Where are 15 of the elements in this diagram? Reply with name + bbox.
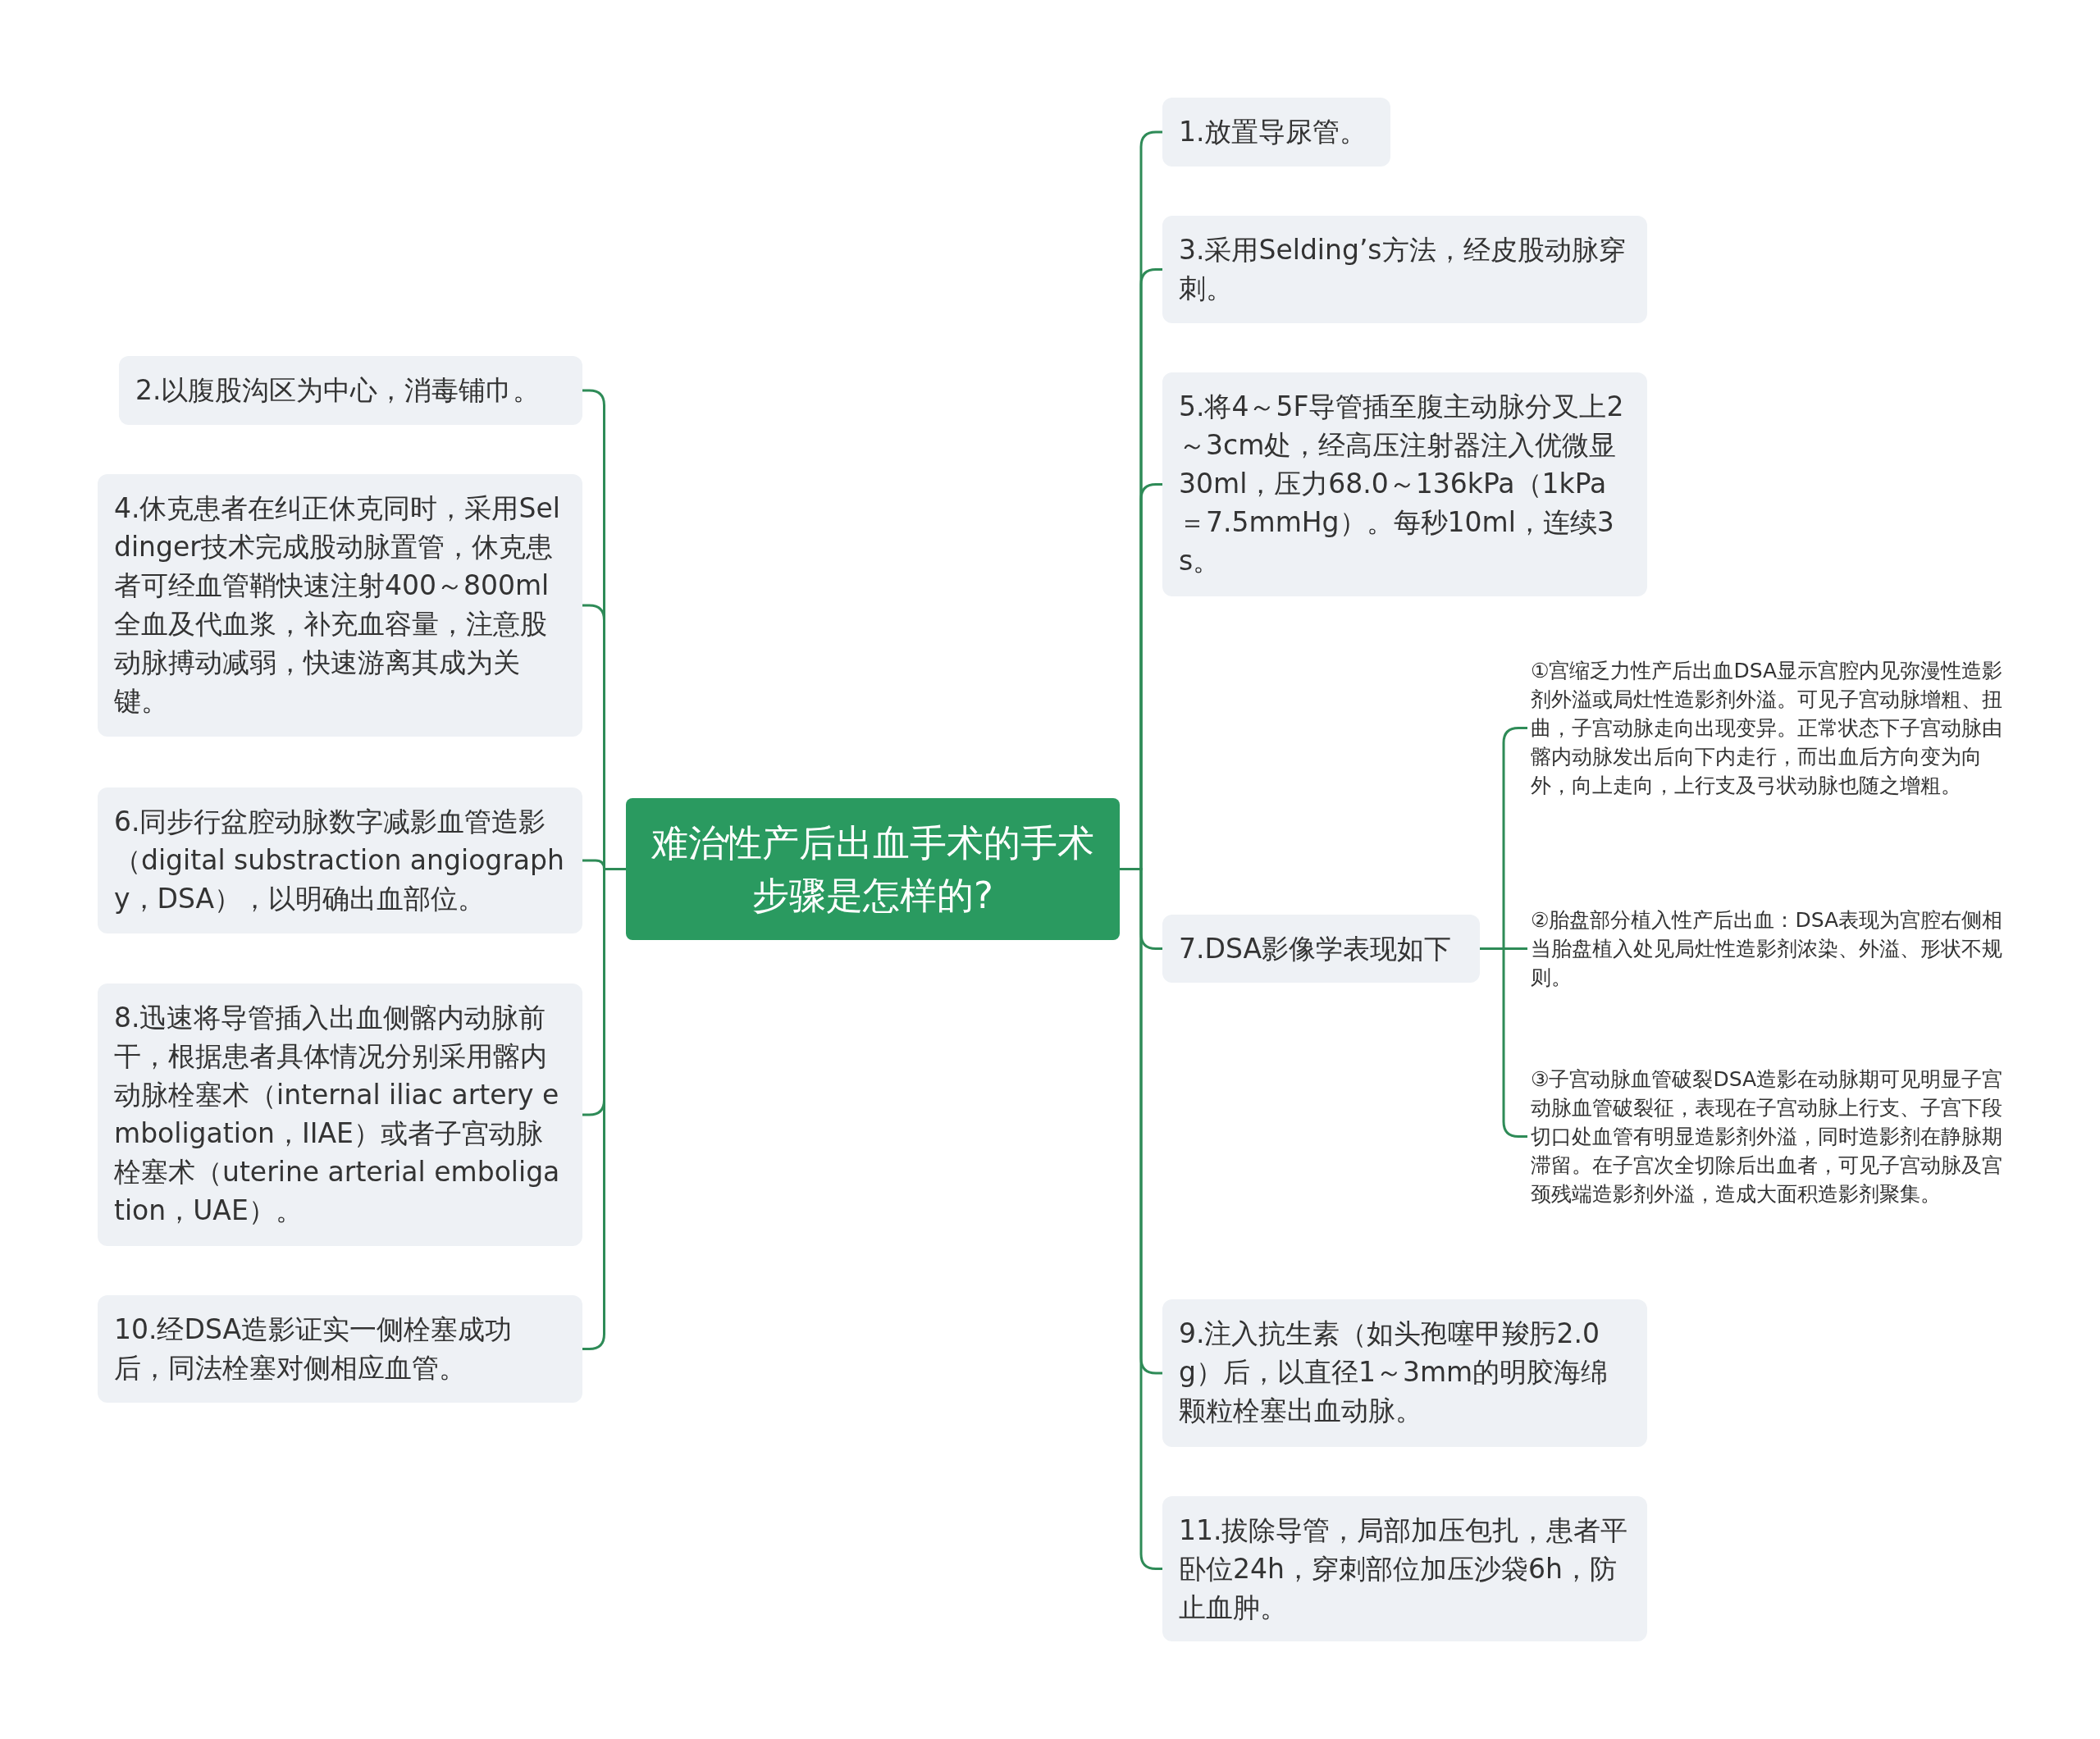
topic-box: 6.同步行盆腔动脉数字减影血管造影（digital substraction angiography，DSA），以明确出血部位。	[98, 787, 582, 933]
topic-box: 4.休克患者在纠正休克同时，采用Seldinger技术完成股动脉置管，休克患者可经血管鞘快速注射400～800ml全血及代血浆，补充血容量，注意股动脉搏动减弱，快速游离其成为关键。	[98, 474, 582, 737]
topic-box: 3.采用Selding’s方法，经皮股动脉穿刺。	[1162, 216, 1647, 323]
central-topic-box: 难治性产后出血手术的手术步骤是怎样的?	[626, 798, 1120, 940]
note-text: ②胎盘部分植入性产后出血：DSA表现为宫腔右侧相当胎盘植入处见局灶性造影剂浓染、外溢、形状不规则。	[1527, 906, 2007, 992]
note-text: ③子宫动脉血管破裂DSA造影在动脉期可见明显子宫动脉血管破裂征，表现在子宫动脉上行支、子宫下段切口处血管有明显造影剂外溢，同时造影剂在静脉期滞留。在子宫次全切除后出血者，可见子宫动脉及宫颈残端造影剂外溢，造成大面积造影剂聚集。	[1527, 1065, 2007, 1208]
topic-box: 2.以腹股沟区为中心，消毒铺巾。	[119, 356, 582, 425]
note-text: ①宫缩乏力性产后出血DSA显示宫腔内见弥漫性造影剂外溢或局灶性造影剂外溢。可见子宫动脉增粗、扭曲，子宫动脉走向出现变异。正常状态下子宫动脉由髂内动脉发出后向下内走行，而出血后方向变为向外，向上走向，上行支及弓状动脉也随之增粗。	[1527, 656, 2007, 800]
topic-box: 5.将4～5F导管插至腹主动脉分叉上2～3cm处，经高压注射器注入优微显30ml，压力68.0～136kPa（1kPa＝7.5mmHg）。每秒10ml，连续3s。	[1162, 372, 1647, 596]
topic-box: 8.迅速将导管插入出血侧髂内动脉前干，根据患者具体情况分别采用髂内动脉栓塞术（internal iliac artery emboligation，IIAE）或者子宫动脉栓塞术（uterine arterial emboligation，UAE）。	[98, 984, 582, 1246]
topic-box: 10.经DSA造影证实一侧栓塞成功后，同法栓塞对侧相应血管。	[98, 1295, 582, 1403]
topic-box: 9.注入抗生素（如头孢噻甲羧肟2.0g）后，以直径1～3mm的明胶海绵颗粒栓塞出血动脉。	[1162, 1299, 1647, 1447]
topic-box: 11.拔除导管，局部加压包扎，患者平卧位24h，穿刺部位加压沙袋6h，防止血肿。	[1162, 1496, 1647, 1641]
topic-box: 7.DSA影像学表现如下	[1162, 915, 1480, 983]
topic-box: 1.放置导尿管。	[1162, 98, 1390, 167]
